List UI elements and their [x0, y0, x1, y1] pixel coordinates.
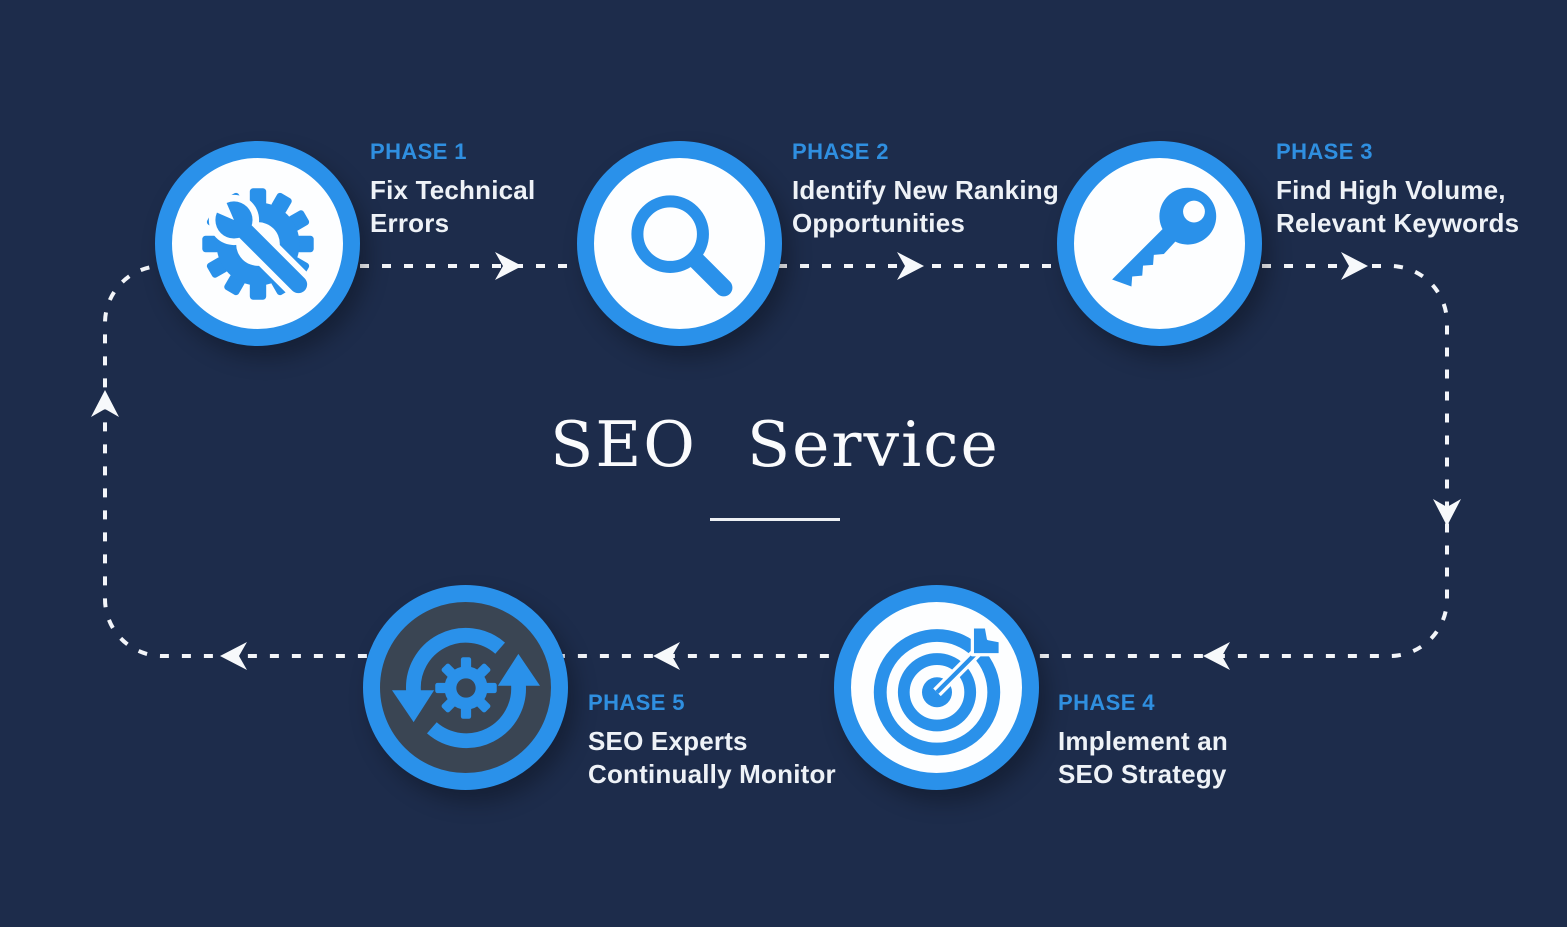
- arrowhead-right-3: [1341, 252, 1368, 280]
- phase-4-label: PHASE 4: [1058, 690, 1155, 715]
- flow-arrowheads: [91, 252, 1461, 670]
- phase-3-label: PHASE 3: [1276, 139, 1373, 164]
- phase-1-label: PHASE 1: [370, 139, 467, 164]
- title-block: SEO Service: [475, 408, 1075, 521]
- flow-dashed-path: [103, 264, 1449, 658]
- sync-gear-icon: [391, 627, 540, 748]
- arrowhead-left-2: [653, 642, 680, 670]
- phase-1-text: PHASE 1 Fix Technical Errors: [370, 139, 590, 239]
- title-underline: [710, 518, 840, 521]
- gear-wrench-icon: [200, 186, 315, 301]
- phase-5-label: PHASE 5: [588, 690, 685, 715]
- phase-1-circle: [155, 141, 360, 346]
- phase-3-circle: [1057, 141, 1262, 346]
- phase-5-text: PHASE 5 SEO Experts Continually Monitor: [588, 690, 848, 790]
- arrowhead-left-3: [220, 642, 247, 670]
- arrowhead-down: [1433, 499, 1461, 526]
- phase-4-description: Implement an SEO Strategy: [1058, 726, 1228, 789]
- phase-2-text: PHASE 2 Identify New Ranking Opportuniti…: [792, 139, 1072, 239]
- phase-3-description: Find High Volume, Relevant Keywords: [1276, 175, 1520, 238]
- arrowhead-left-1: [1203, 642, 1230, 670]
- phase-3-text: PHASE 3 Find High Volume, Relevant Keywo…: [1276, 139, 1536, 239]
- target-dart-icon: [873, 624, 1002, 755]
- phase-2-circle: [577, 141, 782, 346]
- phase-5-description: SEO Experts Continually Monitor: [588, 726, 836, 789]
- phase-2-description: Identify New Ranking Opportunities: [792, 175, 1059, 238]
- key-icon: [1111, 187, 1216, 286]
- phase-4-circle: [834, 585, 1039, 790]
- phase-5-circle: [363, 585, 568, 790]
- phase-1-description: Fix Technical Errors: [370, 175, 536, 238]
- phase-4-text: PHASE 4 Implement an SEO Strategy: [1058, 690, 1278, 790]
- magnifier-icon: [630, 194, 732, 296]
- arrowhead-up: [91, 390, 119, 417]
- sync-gear-center: [434, 656, 497, 719]
- arrowhead-right-1: [495, 252, 522, 280]
- page-title: SEO Service: [550, 408, 1000, 481]
- dart-fletching: [970, 624, 1002, 656]
- phase-2-label: PHASE 2: [792, 139, 889, 164]
- arrowhead-right-2: [897, 252, 924, 280]
